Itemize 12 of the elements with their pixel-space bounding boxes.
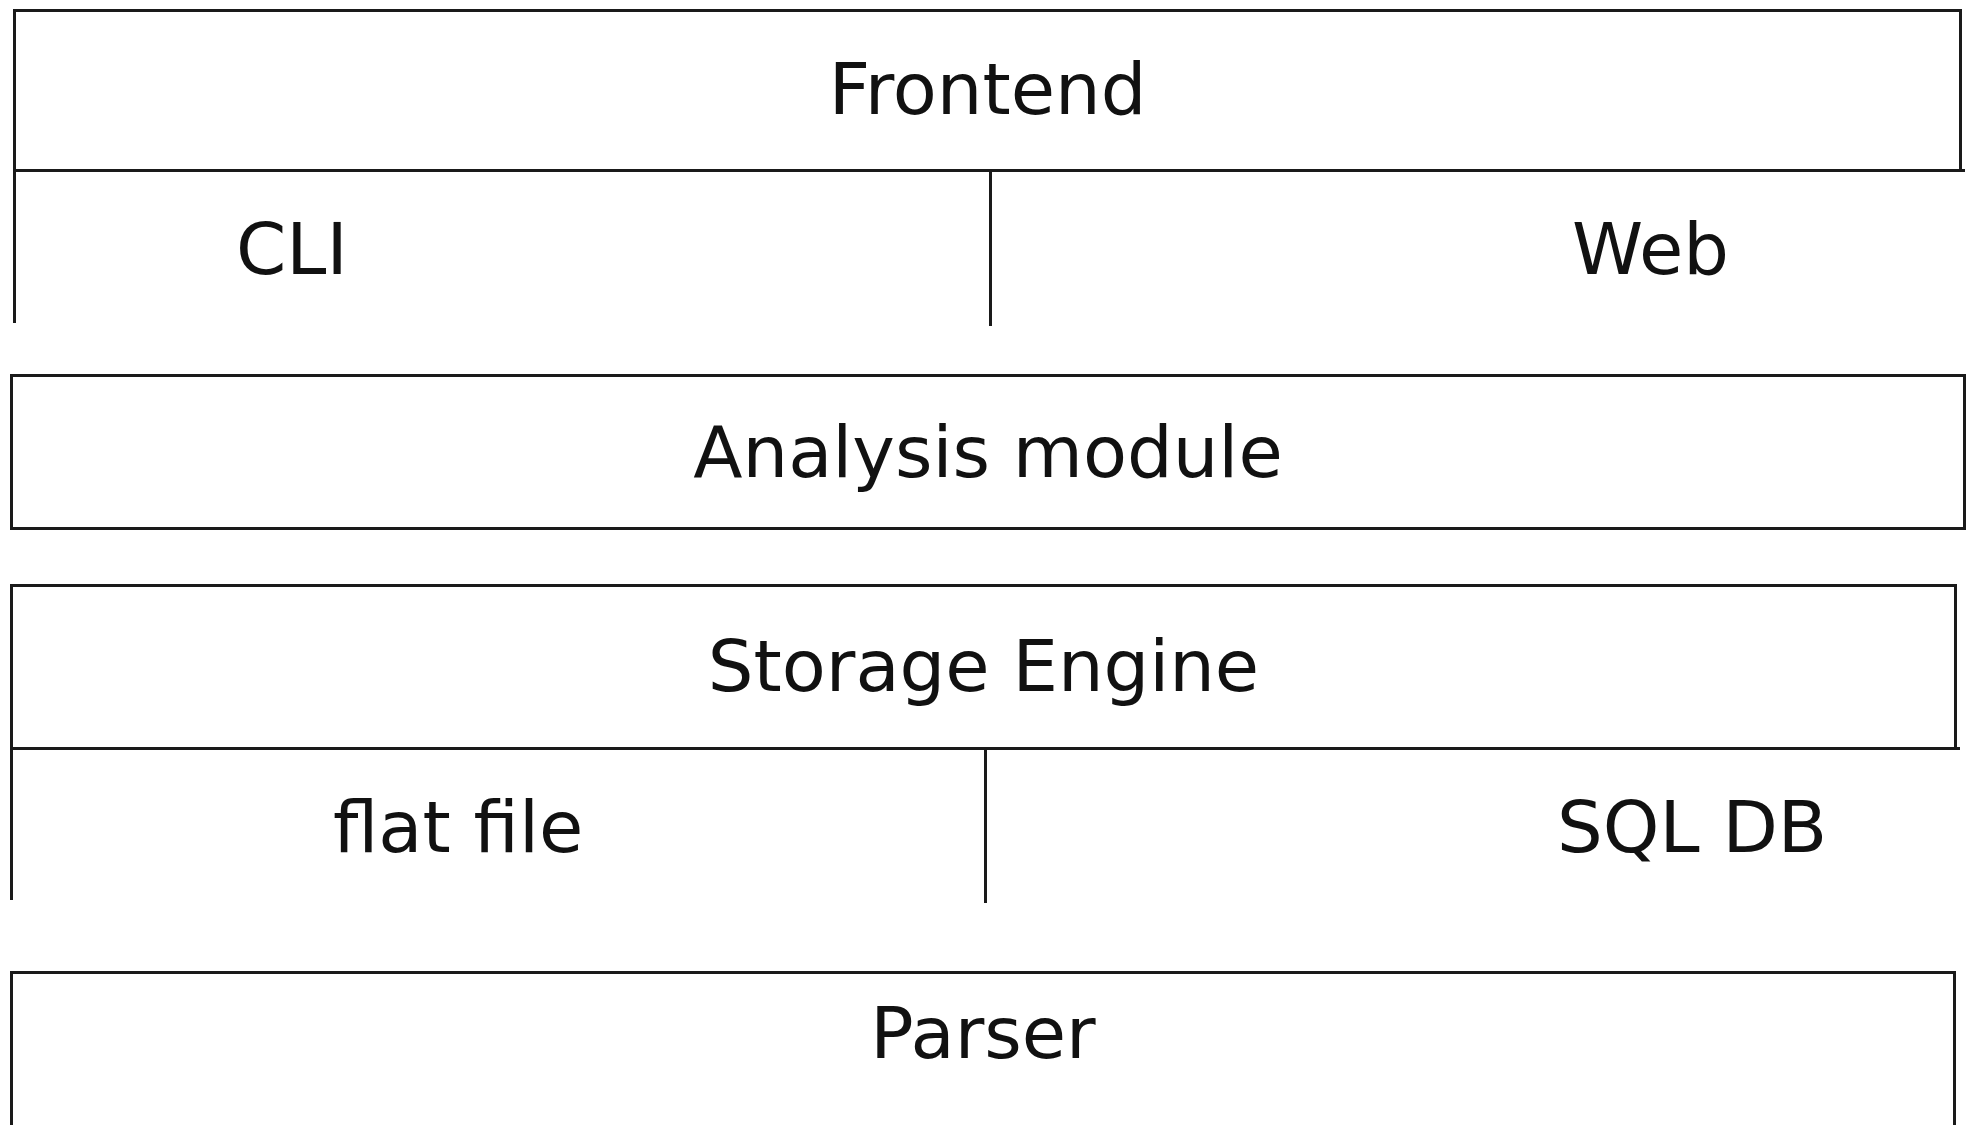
layer-label: CLI (236, 213, 348, 285)
layer-label: Parser (870, 997, 1096, 1069)
layer-cell (16, 169, 992, 326)
layer-box (10, 971, 1956, 1125)
layer-cell (13, 747, 987, 903)
layer-box (10, 374, 1966, 530)
layer-label: Frontend (828, 53, 1147, 125)
layer-label: SQL DB (1557, 790, 1828, 863)
layer-label: Web (1572, 213, 1729, 285)
layer-label: flat file (333, 790, 584, 863)
layer-box (10, 584, 1957, 900)
layer-box (13, 9, 1962, 323)
